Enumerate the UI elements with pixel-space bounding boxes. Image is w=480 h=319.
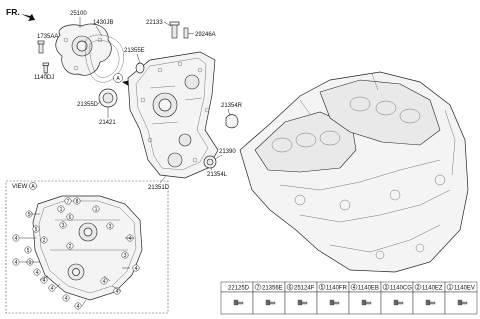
parts-table-number-circle [350, 283, 358, 291]
oil-seal-21355d [98, 88, 118, 108]
parts-table-number-circle [286, 283, 294, 291]
bolt-icon [233, 299, 244, 306]
svg-text:2: 2 [43, 238, 46, 244]
parts-table-code: 21356E [262, 286, 283, 292]
view-a-title: VIEW [12, 184, 28, 190]
parts-table-code: 22125D [228, 286, 250, 292]
parts-table-column: 22125D [220, 281, 254, 315]
svg-text:4: 4 [15, 236, 18, 242]
gasket-21355e [135, 62, 145, 74]
view-a-cover-drawing [32, 195, 143, 301]
parts-table-code: 1140EZ [422, 286, 443, 292]
callout-1430jb: 1430JB [93, 20, 113, 26]
view-a-marker-letter: A [116, 76, 120, 82]
parts-table-code: 25124F [294, 286, 315, 292]
svg-text:5: 5 [35, 227, 38, 233]
bolt-icon [393, 299, 404, 306]
bolt-1140dj [42, 62, 49, 74]
svg-text:4: 4 [129, 236, 132, 242]
svg-text:8: 8 [76, 199, 79, 205]
svg-text:4: 4 [116, 289, 119, 295]
front-orientation-label: FR. [6, 7, 20, 17]
callout-1140dj: 1140DJ [34, 75, 54, 81]
bolt-icon [457, 299, 468, 306]
plug-29246a [183, 27, 189, 39]
bolt-1735aa [37, 40, 45, 54]
svg-text:4: 4 [77, 304, 80, 310]
callout-21355d: 21355D [77, 102, 99, 108]
engine-block [239, 71, 469, 273]
parts-table-code: 1140CG [390, 286, 412, 292]
bolt-icon [265, 299, 276, 306]
svg-text:4: 4 [65, 296, 68, 302]
view-a-title-marker [29, 182, 37, 190]
parts-table-number: 6 [289, 285, 292, 291]
svg-text:3: 3 [124, 253, 127, 259]
parts-table-number-circle [254, 283, 262, 291]
svg-text:1: 1 [95, 207, 98, 213]
parts-table-number: 5 [321, 285, 324, 291]
callout-22133: 22133 [146, 20, 163, 26]
parts-table-code: 1140EB [358, 286, 379, 292]
callout-25100: 25100 [70, 11, 87, 17]
parts-table-number-circle [446, 283, 454, 291]
bolt-icon [425, 299, 436, 306]
svg-text:4: 4 [103, 279, 106, 285]
parts-table-number: 4 [353, 285, 356, 291]
svg-text:6: 6 [69, 215, 72, 221]
sensor-22133 [169, 21, 180, 39]
seal-21390 [203, 155, 217, 169]
front-arrow-icon [21, 14, 35, 21]
svg-text:2: 2 [69, 244, 72, 250]
svg-text:4: 4 [36, 270, 39, 276]
view-a-title-letter: A [31, 184, 35, 190]
callout-1735aa: 1735AA [37, 34, 58, 40]
bolt-icon [329, 299, 340, 306]
svg-text:4: 4 [51, 286, 54, 292]
parts-table-number-circle [318, 283, 326, 291]
callout-21351d: 21351D [148, 185, 170, 191]
callout-21421: 21421 [99, 120, 116, 126]
view-a-frame [5, 180, 169, 314]
parts-table-number-circle [382, 283, 390, 291]
svg-text:4: 4 [43, 278, 46, 284]
svg-text:3: 3 [62, 223, 65, 229]
svg-text:4: 4 [15, 260, 18, 266]
callout-21354r: 21354R [221, 103, 243, 109]
bolt-icon [297, 299, 308, 306]
parts-table-number: 7 [257, 285, 260, 291]
svg-text:4: 4 [135, 266, 138, 272]
parts-table-number: 1 [449, 285, 452, 291]
parts-table-number-circle [414, 283, 422, 291]
svg-text:1: 1 [29, 260, 32, 266]
timing-chain-cover [127, 51, 219, 179]
svg-text:1: 1 [60, 207, 63, 213]
svg-text:5: 5 [28, 212, 31, 218]
parts-table-number: 3 [385, 285, 388, 291]
water-pump-assembly [55, 23, 112, 76]
bolt-icon [361, 299, 372, 306]
svg-text:3: 3 [109, 224, 112, 230]
parts-table-code: 1140EV [454, 286, 475, 292]
svg-text:5: 5 [27, 248, 30, 254]
callout-21355e: 21355E [124, 48, 145, 54]
view-a-callouts: 7 8 1 1 6 5 5 4 4 3 3 2 5 2 4 3 1 4 4 4 … [12, 197, 140, 310]
svg-text:7: 7 [67, 199, 70, 205]
callout-29246a: 29246A [195, 32, 216, 38]
callout-21390: 21390 [219, 149, 236, 155]
parts-table-number: 2 [417, 285, 420, 291]
parts-table-code: 1140FR [326, 286, 348, 292]
view-a-marker [113, 73, 123, 83]
gasket-21354r [225, 114, 239, 129]
callout-21354l: 21354L [207, 172, 228, 178]
